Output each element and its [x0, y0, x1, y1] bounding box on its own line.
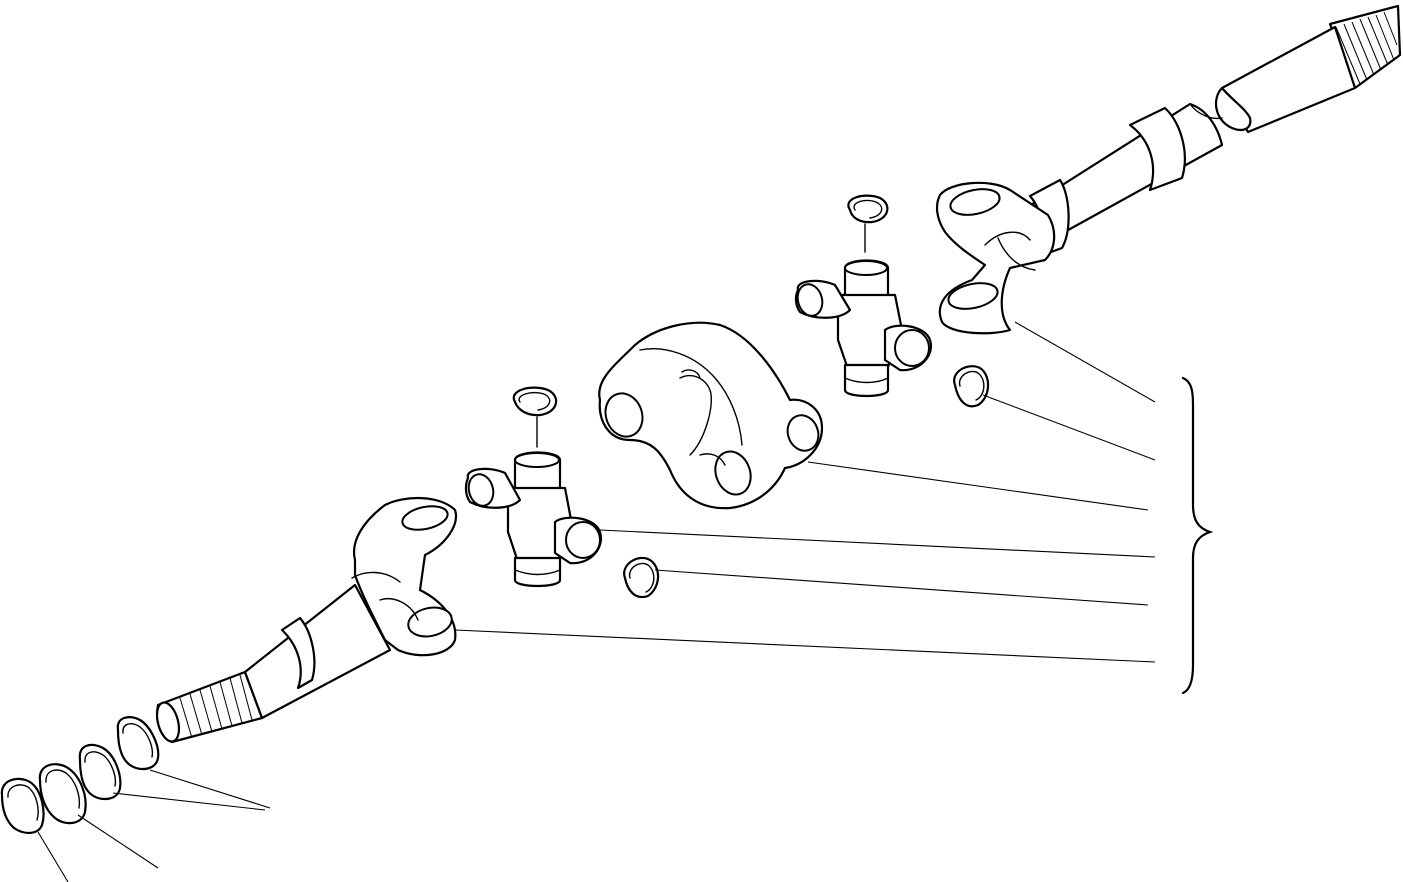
lower-shaft-splines — [179, 674, 253, 739]
inner-cross-spider — [464, 451, 603, 588]
lower-top-snap-ring — [512, 386, 558, 448]
center-coupling-yoke — [598, 321, 824, 510]
shaft-splines — [1335, 11, 1398, 85]
assembly-brace — [1181, 376, 1214, 695]
inner-snap-ring — [953, 365, 990, 408]
outer-snap-ring — [847, 194, 889, 253]
shim-washers — [78, 716, 160, 801]
leader-lines — [37, 321, 1156, 882]
outer-shaft-yoke — [935, 4, 1402, 335]
thrust-washer — [38, 763, 87, 825]
lower-side-snap-ring — [623, 556, 660, 599]
retaining-ring — [0, 777, 45, 834]
outer-cross-spider — [794, 259, 933, 398]
inner-shaft-yoke — [155, 496, 458, 744]
